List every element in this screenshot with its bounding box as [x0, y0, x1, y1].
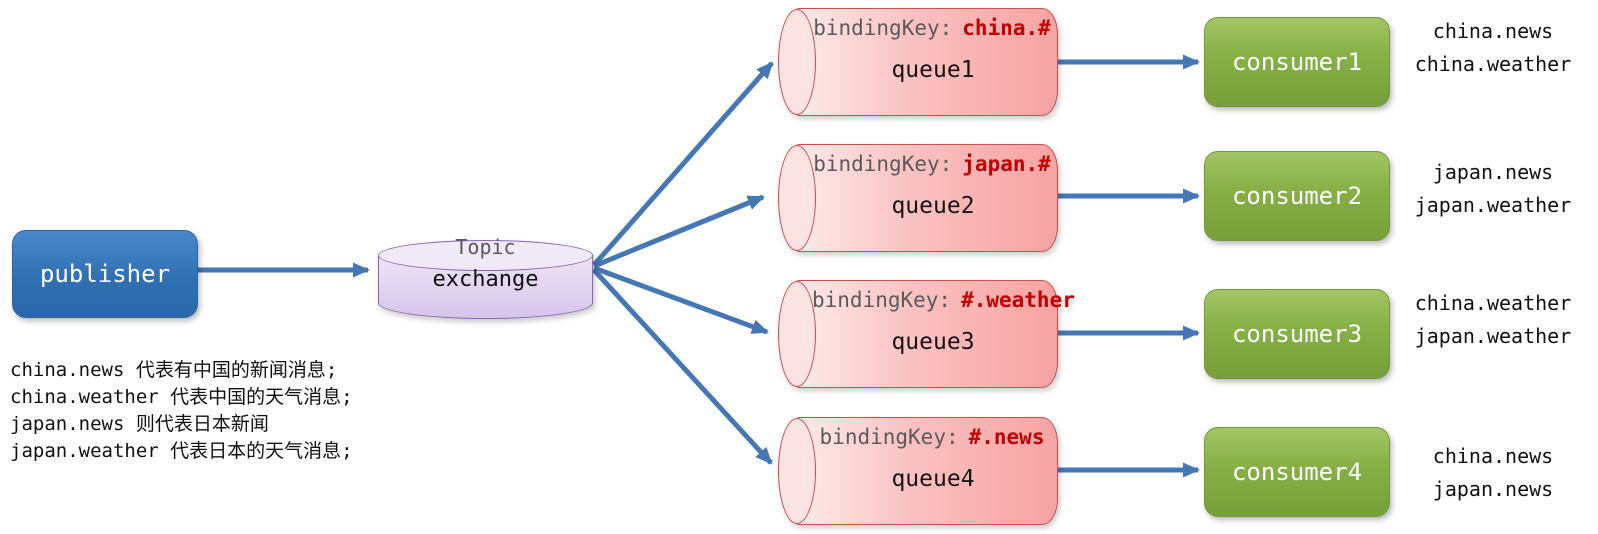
consumer3-label: consumer3: [1231, 320, 1363, 348]
arrow-exchange-queue4: [592, 268, 773, 465]
note-line: japan.weather 代表日本的天气消息;: [10, 440, 353, 462]
arrow-exchange-queue2: [593, 194, 765, 269]
queue4-body: [797, 417, 1058, 525]
queue2-cap: [778, 145, 816, 251]
consumer3-box: consumer3: [1204, 289, 1390, 379]
exchange-type-label: Topic: [455, 235, 516, 259]
queue2-body: [797, 144, 1058, 252]
queue4-name: queue4: [891, 466, 975, 492]
consumer1-label: consumer1: [1231, 48, 1363, 76]
binding-key-label: bindingKey:: [812, 288, 952, 312]
queue3-body: [797, 280, 1058, 388]
queue2-cylinder: bindingKey: japan.# queue2: [778, 144, 1058, 252]
note-line: china.news 代表有中国的新闻消息;: [10, 359, 338, 381]
routing-key: china.news: [1432, 444, 1554, 468]
consumer1-routing-keys: china.news china.weather: [1392, 15, 1594, 81]
queue1-cylinder: bindingKey: china.# queue1: [778, 8, 1058, 116]
note-line: japan.news 则代表日本新闻: [10, 413, 269, 435]
queue2-binding-line: bindingKey: japan.#: [812, 151, 1052, 177]
exchange-cylinder-top: [378, 240, 593, 271]
routing-key: japan.news: [1432, 160, 1554, 184]
publisher-label: publisher: [39, 260, 171, 288]
binding-key-value: #.weather: [961, 288, 1075, 312]
queue1-name: queue1: [891, 57, 975, 83]
consumer4-routing-keys: china.news japan.news: [1392, 440, 1594, 506]
binding-key-value: china.#: [962, 16, 1051, 40]
consumer4-label: consumer4: [1231, 458, 1363, 486]
binding-key-value: japan.#: [962, 152, 1051, 176]
consumer3-routing-keys: china.weather japan.weather: [1392, 287, 1594, 353]
queue3-cylinder: bindingKey: #.weather queue3: [778, 280, 1075, 388]
consumer1-box: consumer1: [1204, 17, 1390, 107]
queue4-cap: [778, 418, 816, 524]
note-line: china.weather 代表中国的天气消息;: [10, 386, 353, 408]
queue2-name: queue2: [891, 193, 975, 219]
routing-key: china.news: [1432, 19, 1554, 43]
routing-key-notes: china.news 代表有中国的新闻消息; china.weather 代表中…: [10, 357, 353, 465]
queue4-cylinder: bindingKey: #.news queue4: [778, 417, 1058, 525]
binding-key-label: bindingKey:: [819, 425, 959, 449]
queue1-cap: [778, 9, 816, 115]
binding-key-value: #.news: [968, 425, 1045, 449]
consumer4-box: consumer4: [1204, 427, 1390, 517]
binding-key-label: bindingKey:: [813, 16, 953, 40]
routing-key: japan.news: [1432, 477, 1554, 501]
consumer2-label: consumer2: [1231, 182, 1363, 210]
queue1-binding-line: bindingKey: china.#: [812, 15, 1052, 41]
queue3-name: queue3: [891, 329, 975, 355]
queue3-binding-line: bindingKey: #.weather: [812, 287, 1075, 313]
exchange-cylinder: Topic exchange: [378, 235, 593, 319]
queue4-binding-line: bindingKey: #.news: [812, 424, 1052, 450]
routing-key: japan.weather: [1414, 324, 1572, 348]
exchange-name: exchange: [432, 267, 539, 292]
arrow-exchange-queue3: [593, 265, 769, 335]
routing-key: china.weather: [1414, 291, 1572, 315]
queue3-cap: [778, 281, 816, 387]
arrow-exchange-queue1: [592, 61, 774, 267]
binding-key-label: bindingKey:: [813, 152, 953, 176]
routing-key: japan.weather: [1414, 193, 1572, 217]
consumer2-box: consumer2: [1204, 151, 1390, 241]
routing-key: china.weather: [1414, 52, 1572, 76]
publisher-box: publisher: [12, 230, 198, 318]
consumer2-routing-keys: japan.news japan.weather: [1392, 156, 1594, 222]
